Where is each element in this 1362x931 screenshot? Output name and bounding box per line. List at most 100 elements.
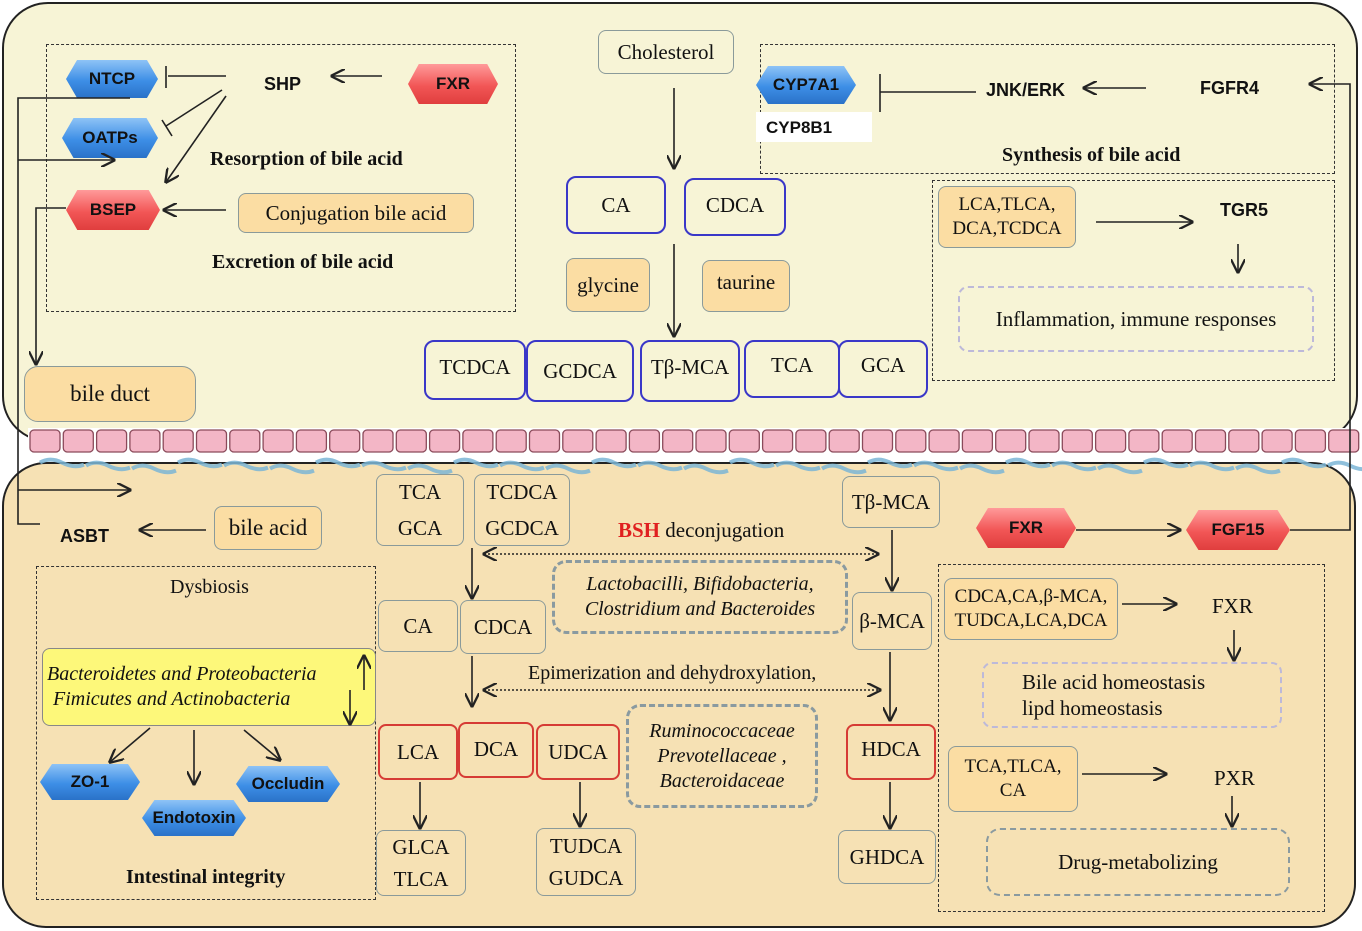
tlca-text: TLCA (393, 867, 449, 891)
epithelial-cell (1061, 429, 1093, 453)
zo-1-protein: ZO-1 (40, 764, 140, 800)
tgr5-label: TGR5 (1220, 200, 1269, 220)
epithelial-cell (895, 429, 927, 453)
epithelial-cell (262, 429, 294, 453)
homeostasis-box: Bile acid homeostasis lipd homeostasis (982, 662, 1282, 728)
epithelial-cell (229, 429, 261, 453)
tgr5-panel (932, 180, 1335, 381)
tcdca-text: TCDCA (486, 479, 558, 504)
mucus-strand (1234, 463, 1281, 475)
glca-text: GLCA (392, 834, 450, 859)
tudca-gudca-box: TUDCA GUDCA (536, 828, 636, 896)
bsep-transporter: BSEP (66, 190, 160, 230)
epithelial-cell (995, 429, 1027, 453)
epithelial-cell (662, 429, 694, 453)
bacteria-epimerization-box: Ruminococcaceae Prevotellaceae , Bactero… (626, 704, 818, 808)
mucus-strand (1004, 457, 1051, 469)
cyp8b1-label: CYP8B1 (756, 112, 872, 142)
epithelial-cell (628, 429, 661, 453)
epithelial-cell (1128, 429, 1160, 453)
mucus-strand (1096, 463, 1143, 475)
tca-gca-box: TCA GCA (376, 474, 464, 546)
mucus-strand (1142, 457, 1189, 469)
synthesis-title: Synthesis of bile acid (1002, 144, 1181, 166)
pxr-ligands-box: TCA,TLCA, CA (948, 746, 1078, 812)
fxr-ligands-box: CDCA,CA,β-MCA, TUDCA,LCA,DCA (944, 578, 1118, 640)
mucus-strand (452, 457, 499, 469)
mucus-strand (866, 457, 913, 469)
fgfr4-label: FGFR4 (1200, 78, 1260, 98)
cholesterol-box: Cholesterol (598, 30, 734, 74)
fxr-liver: FXR (408, 64, 498, 104)
bacteria2-line-1: Ruminococcaceae (649, 719, 795, 742)
mucus-strand (636, 460, 683, 472)
epithelial-cell (1328, 429, 1360, 453)
mucus-strand (958, 463, 1005, 475)
bacteria-line-2: Clostridium and Bacteroides (584, 598, 816, 620)
ntcp-transporter: NTCP (66, 60, 158, 98)
mucus-strand (544, 463, 591, 475)
bacteria-line-1: Lactobacilli, Bifidobacteria, (586, 573, 814, 595)
mucus-strand (820, 463, 867, 475)
glca-tlca-box: GLCA TLCA (376, 830, 466, 896)
epithelial-cell (495, 429, 527, 453)
drug-metabolizing-box: Drug-metabolizing (986, 828, 1290, 896)
resorption-excretion-panel (46, 44, 516, 312)
receptor-panel (938, 564, 1325, 912)
epithelial-cell (129, 429, 161, 453)
mucus-strand (1280, 457, 1327, 469)
ca-box: CA (566, 176, 666, 234)
dysbiosis-phyla-box: Bacteroidetes and Proteobacteria Fimicut… (42, 648, 376, 726)
fxr-intestine: FXR (976, 508, 1076, 548)
lca-box: LCA (378, 724, 458, 780)
mucus-strand (682, 463, 729, 475)
epithelial-cell (928, 429, 960, 453)
inflammation-box: Inflammation, immune responses (958, 286, 1314, 352)
pxr-label: PXR (1214, 766, 1255, 790)
epithelial-cell (695, 429, 727, 453)
bacteria2-line-2: Prevotellaceae , (657, 744, 787, 767)
epithelial-cell (1261, 429, 1293, 453)
bile-duct-box: bile duct (24, 366, 196, 422)
udca-box: UDCA (536, 724, 620, 780)
mucus-strand (38, 457, 85, 469)
oatps-transporter: OATPs (62, 118, 158, 158)
intestinal-integrity-title: Intestinal integrity (126, 866, 286, 888)
epithelial-cell (1228, 429, 1260, 453)
mucus-strand (498, 460, 545, 472)
taurine-box: taurine (702, 260, 790, 312)
synthesis-panel (760, 44, 1335, 174)
b-mca-box: β-MCA (852, 592, 932, 650)
gca-text: GCA (397, 516, 443, 540)
conjugation-bile-acid-box: Conjugation bile acid (238, 193, 474, 233)
epithelial-cell (795, 429, 827, 453)
epithelial-cell (95, 429, 128, 453)
tgr5-ligands-box: LCA,TLCA, DCA,TCDCA (938, 186, 1076, 248)
phyla-line-2: Fimicutes and Actinobacteria (53, 688, 291, 710)
glycine-box: glycine (566, 258, 650, 312)
epithelial-cell (195, 429, 228, 453)
asbt-label: ASBT (60, 526, 109, 546)
gcdca-text: GCDCA (485, 516, 559, 540)
epithelial-cell (62, 429, 94, 453)
mucus-strand (1050, 460, 1097, 472)
conjugated-tca: TCA (744, 340, 840, 398)
epithelial-cell (329, 429, 361, 453)
dysbiosis-title: Dysbiosis (170, 576, 249, 598)
conjugated-tb-mca: Tβ-MCA (640, 340, 740, 402)
epithelial-cell (295, 429, 328, 453)
bile-acid-box: bile acid (214, 506, 322, 550)
mucus-strand (590, 457, 637, 469)
epithelial-cell (29, 429, 61, 453)
epithelial-cell (1294, 429, 1327, 453)
tudca-text: TUDCA (549, 833, 623, 858)
epimerization-label: Epimerization and dehydroxylation, (528, 662, 817, 684)
epithelial-cell (595, 429, 627, 453)
epithelial-cell (395, 429, 427, 453)
bacteria2-line-3: Bacteroidaceae (659, 769, 785, 792)
endotoxin-label: Endotoxin (142, 800, 246, 836)
tca-text: TCA (399, 479, 441, 504)
tcdca-gcdca-box: TCDCA GCDCA (474, 474, 570, 546)
